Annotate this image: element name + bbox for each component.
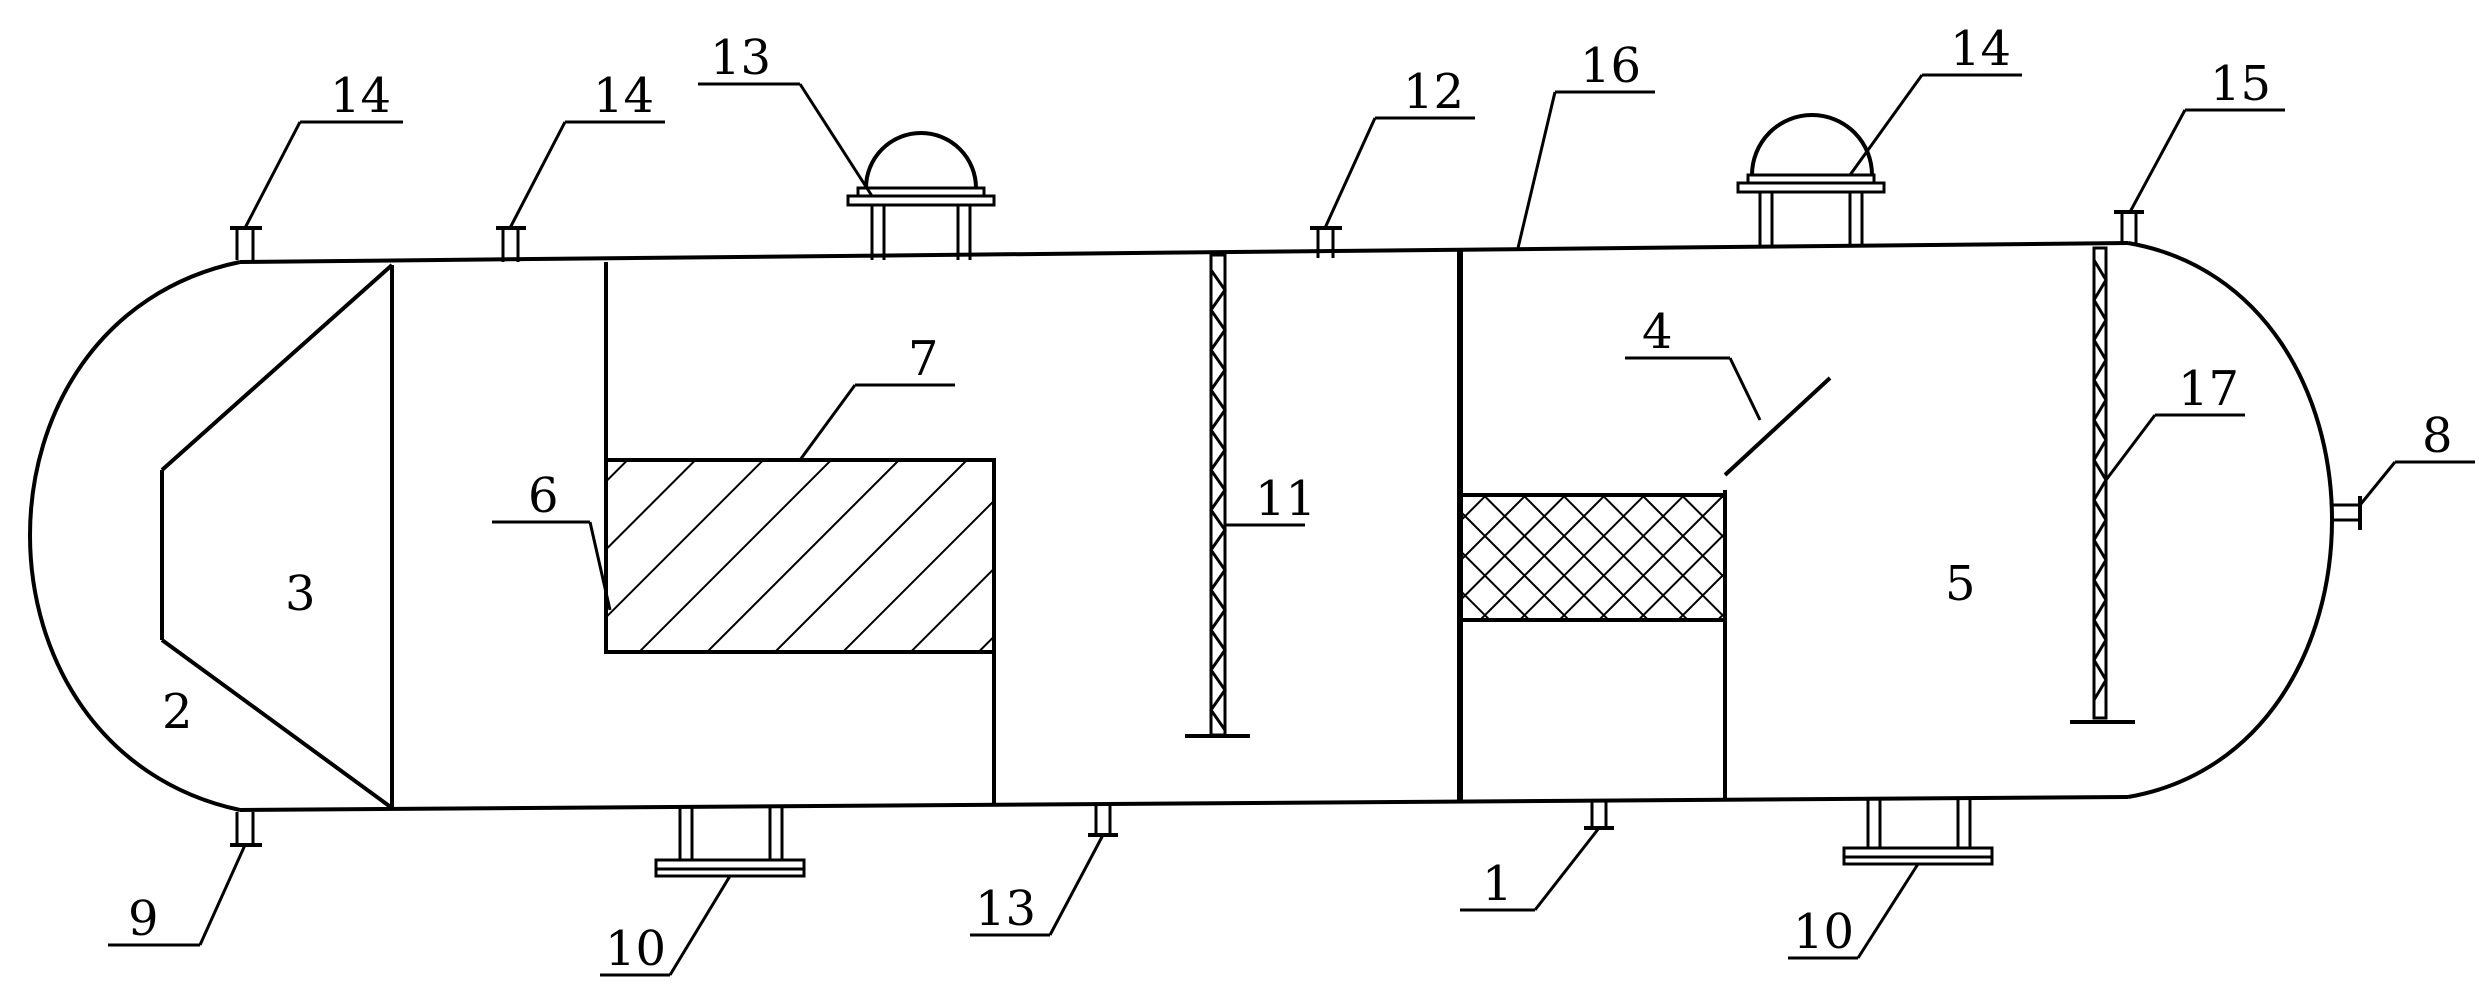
callout-8: 8 [2422, 408, 2453, 464]
bottom-nozzle-15 [1088, 805, 1118, 837]
callout-15: 13 [975, 881, 1036, 937]
callout-13-left: 13 [710, 30, 771, 86]
hatched-packing-block [604, 458, 996, 654]
callout-labels: 14 14 13 12 16 14 15 7 6 4 3 2 11 5 17 8… [128, 21, 2453, 977]
vessel-shell [28, 241, 2334, 812]
screen-plate-11 [1185, 253, 1250, 738]
outlet-flange-left-10 [654, 808, 806, 878]
callout-10-right: 10 [1793, 904, 1854, 960]
outlet-flange-right-10 [1842, 798, 1994, 866]
top-nozzle-mid-14 [496, 226, 526, 262]
manhole-dome-right-13 [1736, 113, 1886, 245]
callout-3: 3 [285, 566, 316, 622]
baffle-assembly [604, 262, 996, 805]
callout-16: 16 [1580, 38, 1641, 94]
callout-1: 1 [1482, 856, 1513, 912]
leader-lines [108, 73, 2475, 977]
callout-7: 7 [908, 331, 939, 387]
callout-10-left: 10 [605, 921, 666, 977]
callout-11: 11 [1255, 471, 1316, 527]
side-nozzle-8 [2330, 496, 2362, 530]
top-nozzle-left-14 [230, 226, 262, 260]
bottom-nozzle-1 [1584, 800, 1614, 830]
filter-chamber [1458, 376, 1832, 800]
callout-2: 2 [162, 684, 193, 740]
manhole-dome-left-13 [846, 131, 996, 260]
callout-14-right: 15 [2210, 56, 2271, 112]
top-nozzle-12 [1310, 226, 1342, 258]
callout-5: 5 [1945, 556, 1976, 612]
screen-plate-17 [2070, 246, 2135, 724]
top-nozzle-right-14 [2114, 210, 2144, 244]
callout-17: 17 [2178, 361, 2239, 417]
callout-14-left: 14 [330, 68, 391, 124]
callout-13-right: 14 [1950, 21, 2011, 77]
callout-14-mid: 14 [593, 68, 654, 124]
callout-6: 6 [528, 468, 559, 524]
callout-12: 12 [1403, 64, 1464, 120]
inlet-cone [160, 263, 394, 810]
bottom-nozzle-9 [230, 812, 262, 847]
callout-4: 4 [1642, 304, 1673, 360]
cross-hatched-filter [1458, 493, 1727, 622]
callout-9: 9 [128, 891, 159, 947]
